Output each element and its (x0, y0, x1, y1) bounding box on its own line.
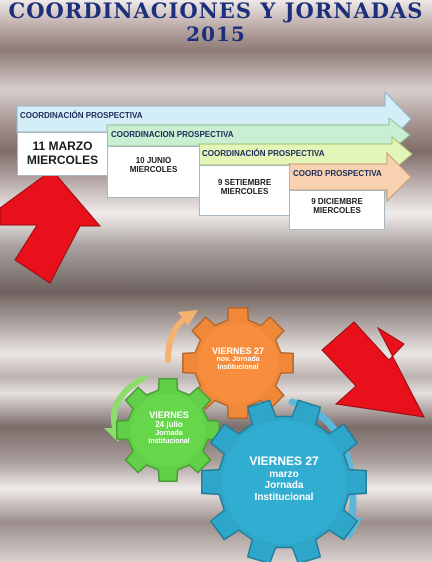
date-box-2-day: MIERCOLES (129, 165, 178, 175)
gear-blue-hub (222, 420, 346, 544)
page-title: COORDINACIONES Y JORNADAS (8, 0, 424, 23)
timeline-label-4: COORD PROSPECTIVA (293, 169, 382, 178)
gear-green-line2: 24 julio (155, 420, 183, 430)
gear-blue-line3: Jornada (264, 480, 304, 492)
gear-blue-line1: VIERNES 27 (249, 454, 319, 468)
date-box-1: 11 MARZO MIERCOLES (17, 132, 108, 176)
gear-orange-line2: nov. Jornada (216, 356, 260, 364)
gear-green-line1: VIERNES (149, 410, 189, 420)
date-box-3: 9 SETIEMBRE MIERCOLES (199, 165, 290, 216)
date-box-2-date: 10 JUNIO (135, 156, 172, 165)
gear-orange-hub (198, 323, 278, 403)
curved-arrow-orange (165, 315, 189, 363)
gear-blue-line2: marzo (269, 468, 299, 480)
red-arrow-left (0, 169, 102, 284)
date-box-3-day: MIERCOLES (220, 187, 269, 197)
date-box-1-date: 11 MARZO (32, 139, 93, 153)
curved-arrow-green (110, 375, 147, 435)
gear-blue-line4: Institucional (254, 491, 314, 503)
date-box-3-date: 9 SETIEMBRE (217, 178, 272, 187)
gear-orange-line3: Institucional (217, 364, 259, 372)
gear-orange-text: VIERNES 27 nov. Jornada Institucional (198, 346, 278, 372)
page-subtitle-year: 2015 (186, 22, 246, 46)
gear-green (116, 378, 220, 482)
curved-arrow-orange-head (178, 310, 198, 326)
gear-orange-line1: VIERNES 27 (211, 346, 265, 356)
gear-green-line4: Institucional (148, 437, 190, 445)
date-box-4: 9 DICIEMBRE MIERCOLES (289, 190, 385, 230)
red-arrow-right (321, 321, 425, 418)
timeline-label-2: COORDINACION PROSPECTIVA (111, 130, 234, 139)
gear-green-hub (131, 393, 205, 467)
gear-blue (201, 399, 367, 562)
date-box-4-date: 9 DICIEMBRE (311, 197, 363, 206)
date-box-2: 10 JUNIO MIERCOLES (107, 146, 200, 198)
gear-blue-text: VIERNES 27 marzo Jornada Institucional (229, 454, 339, 503)
timeline-label-1: COORDINACIÓN PROSPECTIVA (20, 111, 143, 120)
date-box-4-day: MIERCOLES (313, 206, 361, 216)
timeline-label-3: COORDINACIÓN PROSPECTIVA (202, 149, 325, 158)
gear-green-text: VIERNES 24 julio Jornada Institucional (131, 410, 207, 446)
gear-green-line3: Jornada (155, 429, 183, 437)
date-box-1-day: MIERCOLES (26, 152, 99, 167)
